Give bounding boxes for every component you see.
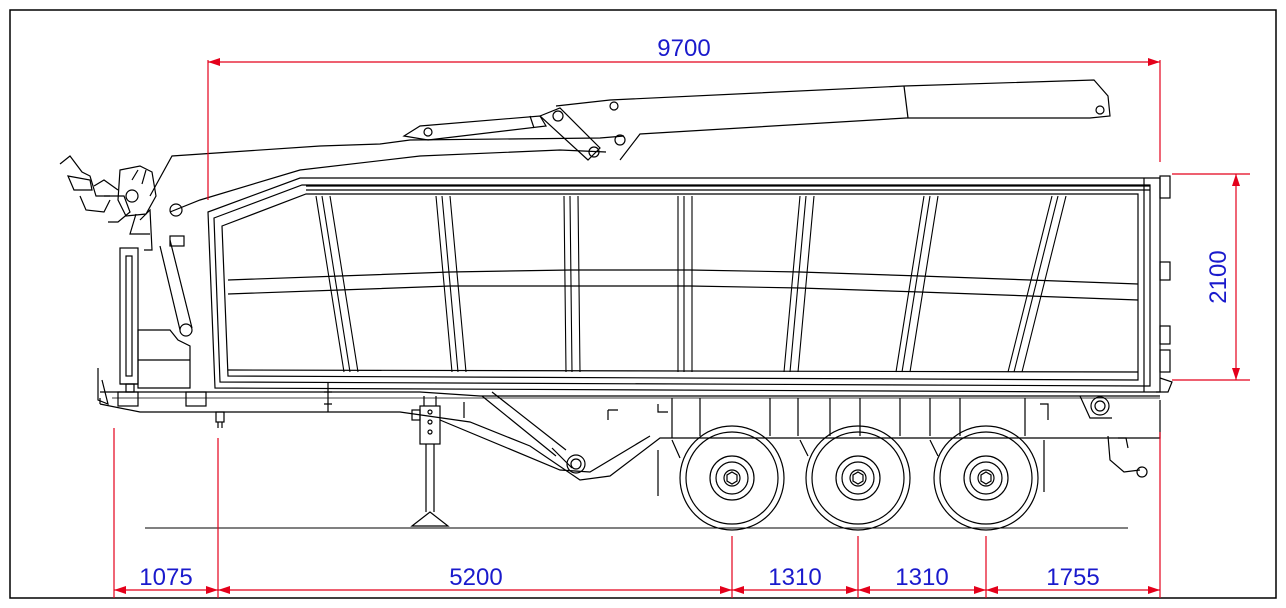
label-front-overhang: 1075 xyxy=(139,564,192,591)
wheel-1 xyxy=(679,425,785,531)
rear-underrun xyxy=(1079,395,1148,478)
wheel-3 xyxy=(933,425,1039,531)
label-overall-length: 9700 xyxy=(657,35,710,62)
axle-wheels xyxy=(671,425,1039,531)
dimension-lines xyxy=(113,58,1250,598)
kingpin xyxy=(215,411,225,428)
tipper-body xyxy=(207,175,1173,393)
dimension-labels: 9700 2100 1075 5200 1310 1310 1755 xyxy=(139,35,1232,591)
label-kingpin-axle: 5200 xyxy=(449,564,502,591)
wheel-2 xyxy=(805,425,911,531)
body-stakes xyxy=(315,195,1067,373)
drawing-frame xyxy=(9,9,1277,599)
tipping-cylinder xyxy=(481,391,586,474)
landing-gear xyxy=(410,396,450,527)
label-axle-spacing-1: 1310 xyxy=(768,564,821,591)
label-axle-spacing-2: 1310 xyxy=(895,564,948,591)
chassis-frame xyxy=(99,391,1161,496)
loader-crane xyxy=(59,79,1111,412)
label-rear-overhang: 1755 xyxy=(1046,564,1099,591)
label-body-height: 2100 xyxy=(1205,250,1232,303)
